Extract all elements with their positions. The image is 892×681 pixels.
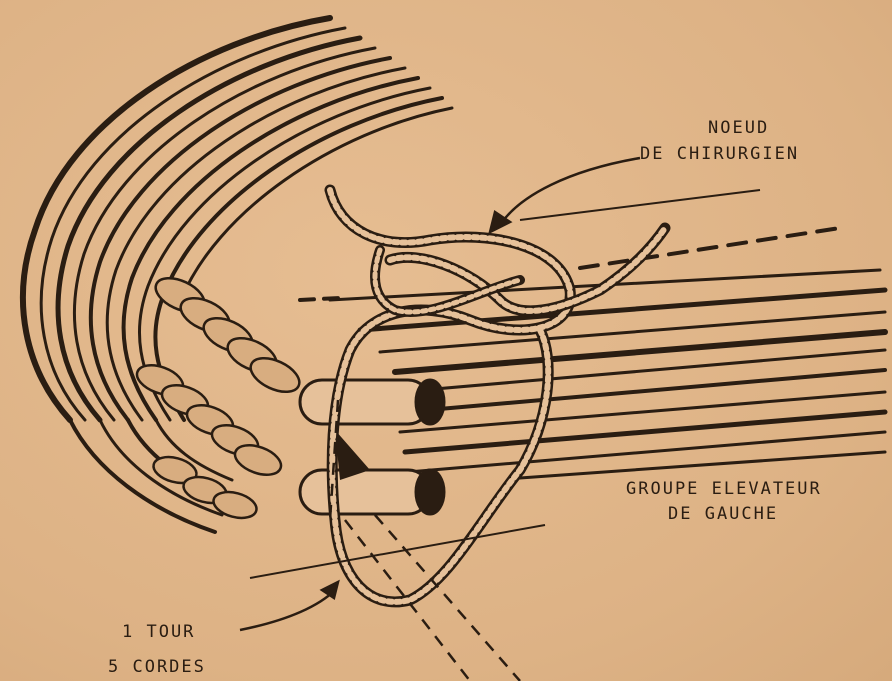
turn-label-line-2: 5 CORDES bbox=[108, 655, 206, 679]
riser-webbing bbox=[300, 228, 885, 478]
turn-label-line-1: 1 TOUR bbox=[122, 620, 195, 644]
riser-label-line-2: DE GAUCHE bbox=[668, 502, 778, 526]
riser-label-line-1: GROUPE ELEVATEUR bbox=[626, 477, 822, 501]
connector-links bbox=[300, 380, 444, 514]
knot-label-line-1: NOEUD bbox=[708, 116, 769, 140]
knot-label-line-2: DE CHIRURGIEN bbox=[640, 142, 799, 166]
dashed-guide-lines bbox=[330, 400, 520, 681]
